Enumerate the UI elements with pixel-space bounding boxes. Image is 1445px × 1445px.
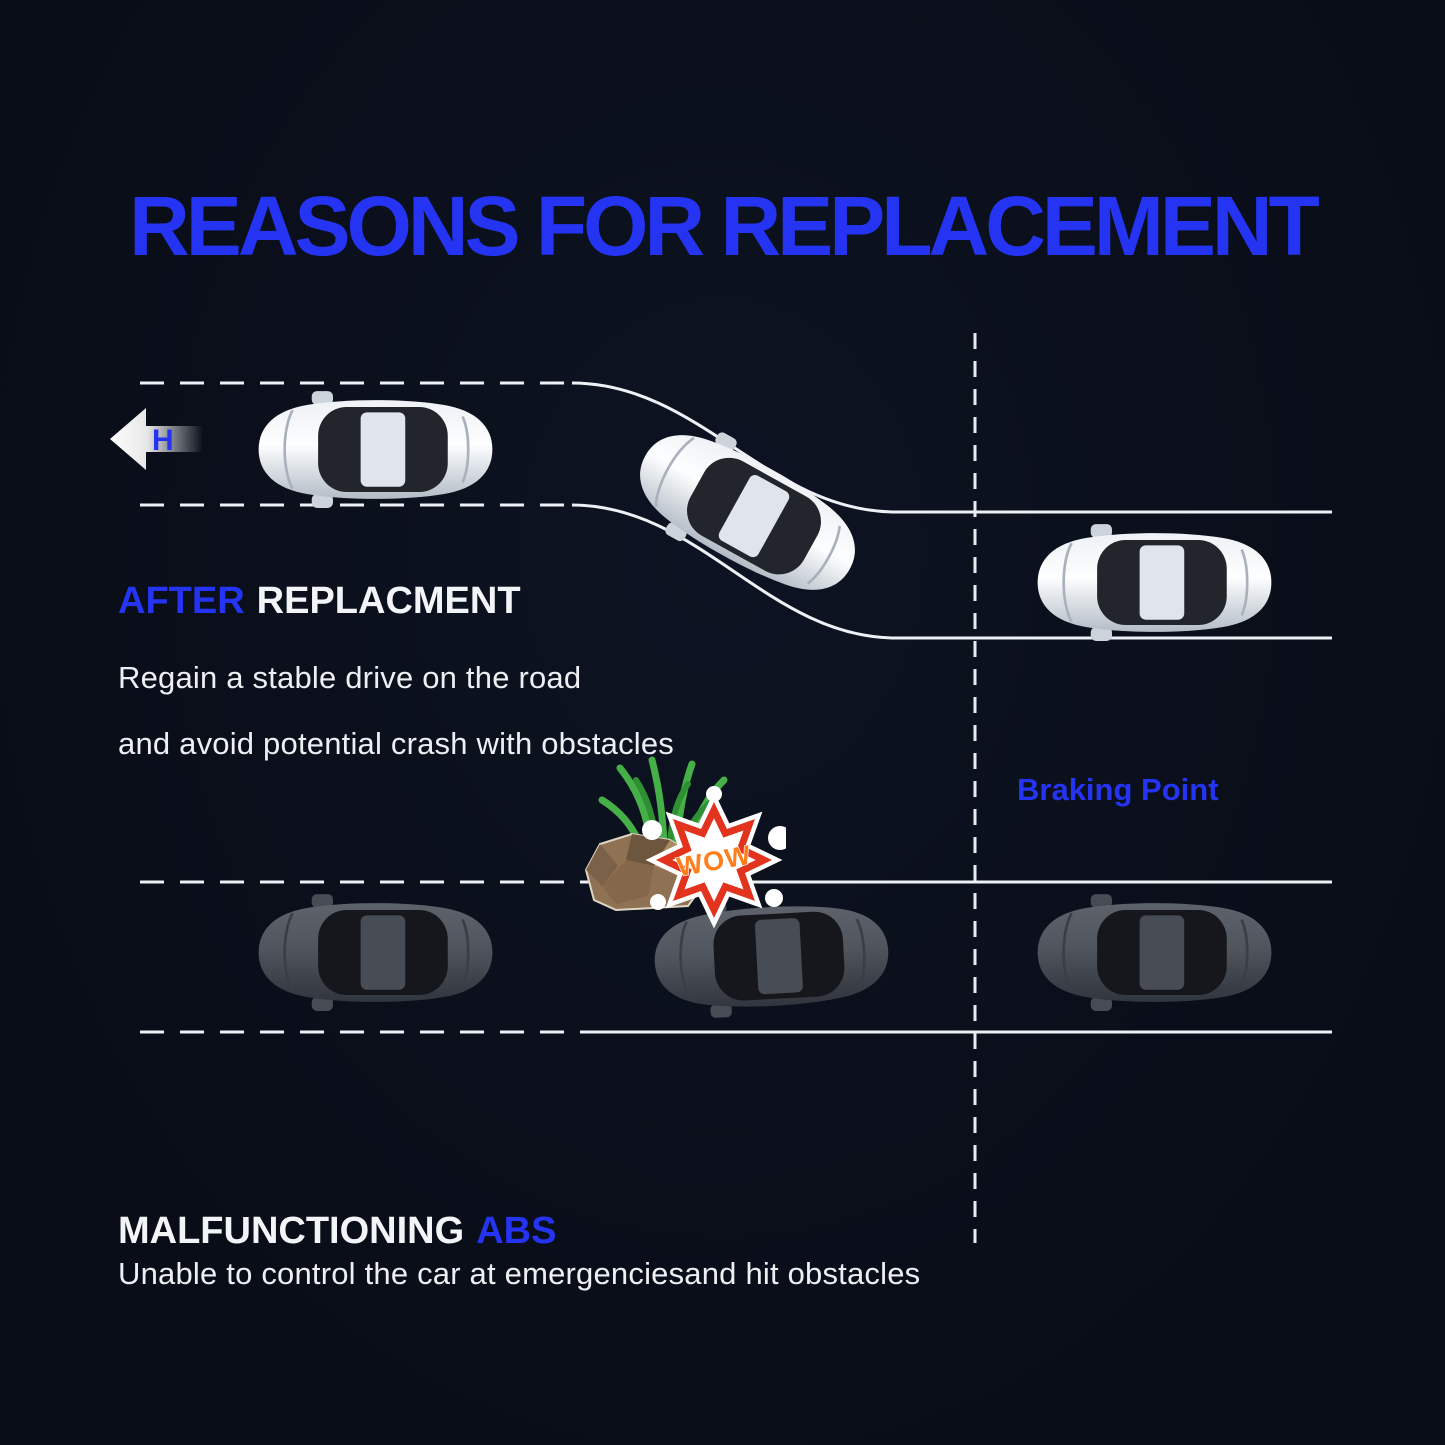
after-lane-bottom-curve-line: [571, 503, 1332, 640]
white-car-swerved-icon: [257, 391, 494, 508]
after-lane-top-curve-line: [571, 381, 1332, 514]
car-shape: [257, 894, 494, 1011]
malfunction-heading-accent: ABS: [476, 1210, 557, 1252]
obstacle-graphic: WOW: [584, 756, 786, 929]
after-heading-accent: AFTER: [118, 580, 245, 622]
direction-arrow-icon: H: [110, 408, 203, 470]
braking-point-label: Braking Point: [1017, 772, 1219, 807]
gray-car-left-icon: [257, 894, 494, 1011]
car-shape: [257, 391, 494, 508]
arrow-label: H: [152, 424, 174, 457]
car-shape: [1036, 894, 1273, 1011]
car-shape: [1036, 524, 1273, 641]
white-car-approaching-icon: [1036, 524, 1273, 641]
explosion-icon: WOW: [642, 786, 786, 929]
arrow-shape: [110, 408, 203, 470]
after-heading-rest: REPLACMENT: [256, 580, 521, 622]
malfunctioning-abs-heading: MALFUNCTIONING ABS: [118, 1210, 556, 1253]
after-body-line1: Regain a stable drive on the road: [118, 660, 582, 695]
malfunction-heading-main: MALFUNCTIONING: [118, 1210, 465, 1252]
gray-car-right-icon: [1036, 894, 1273, 1011]
page-title: REASONS FOR REPLACEMENT: [129, 179, 1320, 273]
after-body-line2: and avoid potential crash with obstacles: [118, 726, 674, 761]
malfunction-body-line1: Unable to control the car at emergencies…: [118, 1256, 921, 1291]
after-replacement-heading: AFTER REPLACMENT: [118, 580, 521, 623]
